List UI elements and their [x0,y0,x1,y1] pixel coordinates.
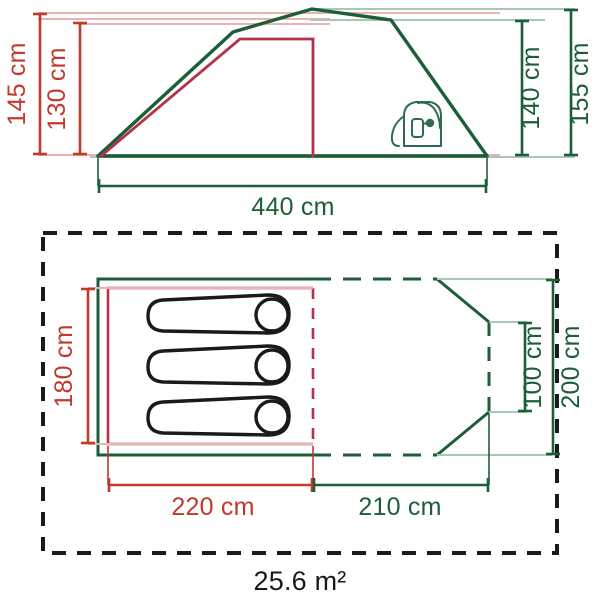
extension-lines-plan-red [88,287,313,445]
dimension-140 [515,19,529,157]
dimension-label-100: 100 cm [519,325,547,408]
tent-floor-outline-green [96,277,313,457]
dimension-label-155: 155 cm [566,42,594,125]
dimension-440 [97,158,488,193]
dimension-label-145: 145 cm [3,42,31,125]
sleeping-positions [146,293,291,437]
dimension-200 [546,278,560,456]
inner-tent-outline-red [106,286,313,446]
sleeping-bag-2 [146,344,291,386]
floor-area-label: 25.6 m² [254,566,347,596]
extension-lines-red [38,12,500,156]
dimension-label-210: 210 cm [358,493,441,521]
dimension-label-220: 220 cm [171,493,254,521]
pitch-footprint-outline [41,231,559,555]
vestibule-outline [313,277,491,457]
dimension-210 [312,414,490,492]
dimension-180 [81,287,95,445]
backpack-icon [390,101,442,147]
dimension-100 [518,321,532,413]
dimension-130 [73,21,87,156]
extension-lines-green [90,8,575,158]
dimension-label-140: 140 cm [517,46,545,129]
dimension-label-180: 180 cm [50,324,78,407]
side-elevation-view: 145 cm 130 cm 140 cm 155 cm [3,7,594,221]
floor-plan-view: 180 cm 100 cm 200 cm [41,231,585,555]
dimension-label-130: 130 cm [43,47,71,130]
sleeping-bag-3 [146,395,291,437]
tent-outer-profile [96,7,489,158]
dimension-label-440: 440 cm [251,193,334,221]
dimension-220 [107,446,314,492]
dimension-label-200: 200 cm [557,325,585,408]
dimension-155 [564,8,578,157]
tent-inner-profile [99,37,315,158]
dimension-145 [33,12,47,156]
sleeping-bag-1 [146,293,291,335]
